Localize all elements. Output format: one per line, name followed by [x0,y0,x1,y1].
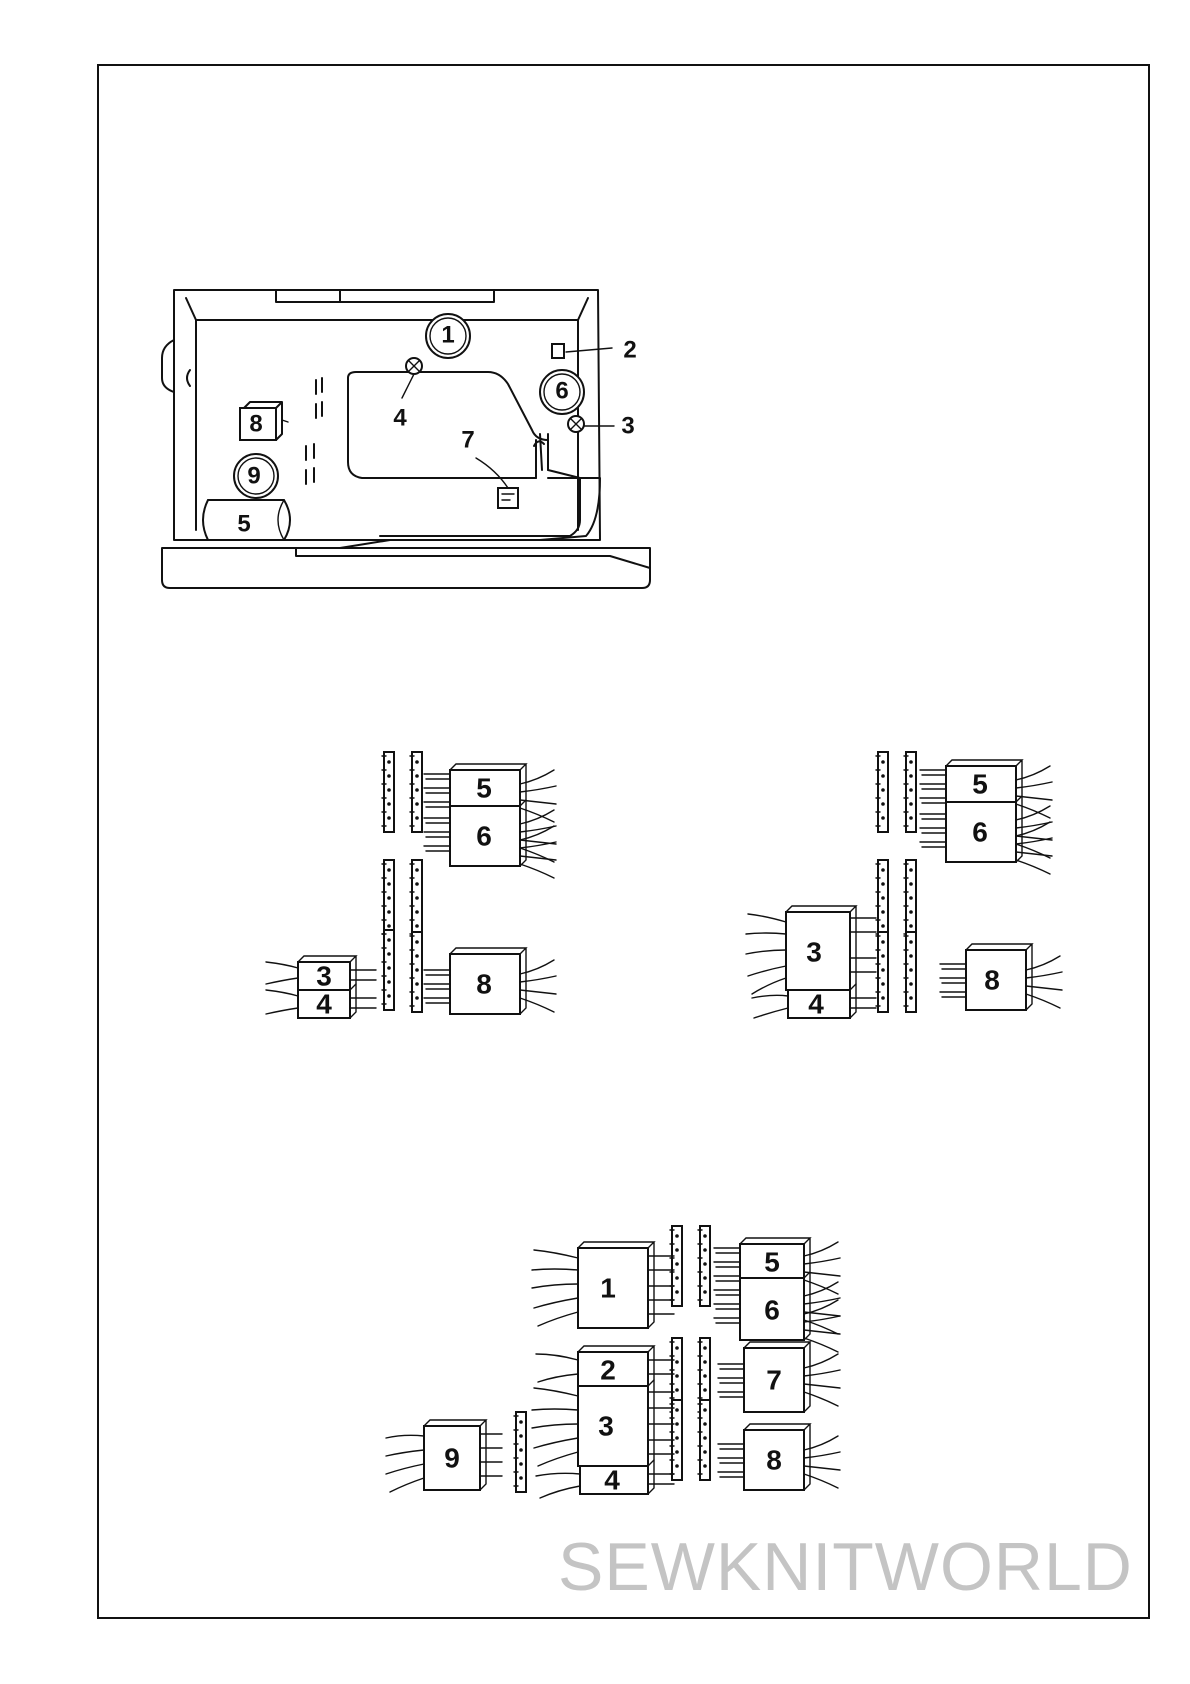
plug-label: 3 [806,937,822,968]
plug-label: 2 [600,1355,616,1386]
connector-diagram-a: 5 6 8 3 4 [266,752,556,1020]
component-7: 7 [461,427,518,509]
callout-8: 8 [249,411,262,438]
plug-label: 4 [316,989,332,1020]
plug-label: 7 [766,1365,782,1396]
plug-c-3: 3 [532,1380,674,1466]
plug-b-6: 6 [920,796,1052,874]
plug-label: 5 [972,769,988,800]
connector-diagram-b: 5 6 3 8 4 [746,752,1062,1020]
plug-a-8: 8 [424,948,556,1014]
plug-label: 9 [444,1443,460,1474]
plug-a-6: 6 [424,800,556,878]
lamp-4: 4 [393,358,422,432]
switch-2: 2 [552,337,637,364]
component-8: 8 [240,402,288,440]
callout-6: 6 [555,378,568,405]
plug-label: 1 [600,1273,616,1304]
connector-diagram-c: 1 5 6 2 7 [386,1226,840,1498]
plug-b-4: 4 [752,984,876,1020]
motor-5: 5 [203,500,290,540]
plug-label: 5 [476,773,492,804]
callout-9: 9 [247,463,260,490]
callout-4: 4 [393,405,407,432]
component-6: 6 [540,370,584,414]
plug-label: 3 [598,1411,614,1442]
plug-c-9: 9 [386,1420,502,1492]
callout-5: 5 [237,511,250,538]
plug-a-3: 3 [266,956,376,992]
plug-c-6: 6 [714,1272,840,1352]
plug-label: 5 [764,1247,780,1278]
plug-label: 4 [604,1465,620,1496]
plug-label: 6 [764,1295,780,1326]
plug-label: 4 [808,989,824,1020]
plug-b-3: 3 [746,906,876,994]
plug-label: 6 [476,821,492,852]
plug-c-8: 8 [718,1424,840,1490]
plug-label: 6 [972,817,988,848]
plug-label: 8 [984,965,1000,996]
callout-1: 1 [441,322,454,349]
plug-label: 8 [766,1445,782,1476]
plug-label: 8 [476,969,492,1000]
callout-2: 2 [623,337,636,364]
plug-c-1: 1 [532,1242,674,1328]
component-9: 9 [234,454,278,498]
plug-label: 3 [316,961,332,992]
plug-b-8: 8 [940,944,1062,1010]
sewing-machine-diagram [162,290,650,588]
callout-3: 3 [621,413,634,440]
plug-a-4: 4 [266,984,376,1020]
component-1: 1 [426,314,470,358]
plug-c-4: 4 [536,1460,674,1498]
callout-7: 7 [461,427,474,454]
plug-c-7: 7 [718,1342,840,1412]
watermark: SEWKNITWORLD [558,1533,1133,1601]
